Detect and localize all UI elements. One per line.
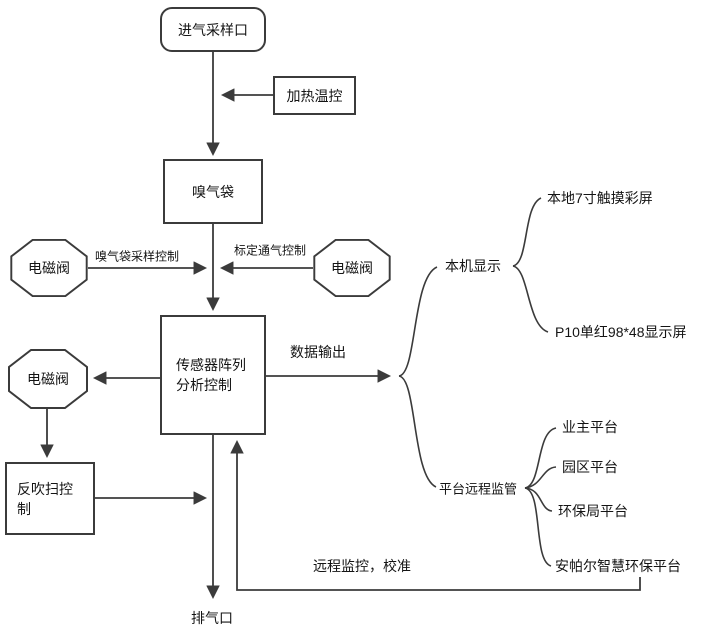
edge-remote-to-sensor — [230, 439, 641, 591]
brace-platform-to-park — [524, 466, 557, 489]
node-solenoid-valve-mid-left: 电磁阀 — [8, 349, 88, 409]
item-local-touchscreen: 本地7寸触摸彩屏 — [545, 188, 655, 208]
backflush-label-line2: 制 — [17, 500, 31, 517]
node-solenoid-valve-top-right: 电磁阀 — [313, 239, 391, 297]
edge-label-bag-sampling: 嗅气袋采样控制 — [92, 247, 182, 265]
node-backflush-control: 反吹扫控 制 — [5, 462, 95, 535]
node-smell-bag: 嗅气袋 — [163, 159, 263, 224]
brace-platform-to-anpaier — [524, 487, 552, 567]
node-sensor-array-control: 传感器阵列 分析控制 — [160, 315, 266, 435]
node-heating-label: 加热温控 — [286, 87, 343, 104]
edge-label-data-output: 数据输出 — [288, 342, 348, 362]
node-smell-bag-label: 嗅气袋 — [192, 183, 234, 200]
valve-label: 电磁阀 — [331, 260, 373, 276]
brace-output-to-platform — [398, 375, 437, 488]
node-intake-label: 进气采样口 — [178, 21, 248, 38]
octagon-shape — [313, 239, 391, 297]
brace-platform-to-epb — [524, 487, 553, 512]
item-platform-owner: 业主平台 — [560, 417, 620, 437]
item-platform-park: 园区平台 — [560, 457, 620, 477]
sensor-label-line1: 传感器阵列 — [176, 357, 246, 373]
octagon-shape — [10, 239, 88, 297]
node-exhaust-port-label: 排气口 — [189, 608, 235, 628]
edge-label-remote-monitor: 远程监控，校准 — [311, 556, 413, 576]
valve-label: 电磁阀 — [28, 260, 70, 276]
item-platform-epb: 环保局平台 — [556, 501, 630, 521]
octagon-shape — [8, 349, 88, 409]
node-solenoid-valve-top-left: 电磁阀 — [10, 239, 88, 297]
brace-output-to-local-display — [398, 266, 438, 377]
valve-label: 电磁阀 — [27, 371, 69, 387]
brace-local-to-touchscreen — [512, 197, 542, 267]
brace-platform-to-owner — [524, 427, 557, 489]
group-label-platform-remote: 平台远程监管 — [437, 478, 520, 498]
item-local-p10-screen: P10单红98*48显示屏 — [553, 322, 689, 342]
sensor-label-line2: 分析控制 — [176, 377, 232, 393]
item-platform-anpaier: 安帕尔智慧环保平台 — [553, 556, 683, 576]
node-intake-port: 进气采样口 — [160, 7, 266, 52]
group-label-local-display: 本机显示 — [443, 256, 503, 276]
backflush-label-line1: 反吹扫控 — [17, 480, 73, 497]
edge-label-calibration-vent: 标定通气控制 — [231, 241, 309, 259]
node-heating-control: 加热温控 — [273, 76, 356, 115]
brace-local-to-p10 — [512, 265, 549, 333]
